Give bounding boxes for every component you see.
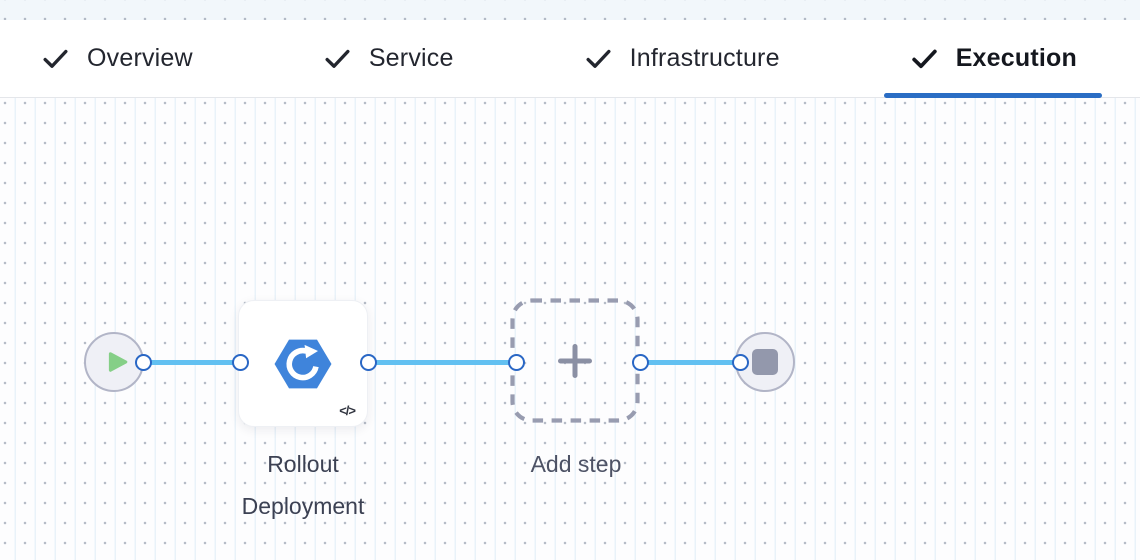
check-icon [911,49,937,69]
pipeline-canvas[interactable]: </> Rollout Deployment Add step [0,98,1140,560]
check-icon [325,49,350,68]
stop-icon [752,349,778,375]
pipeline-start-node[interactable] [84,332,144,392]
play-icon [108,352,127,372]
canvas-top-strip [0,0,1140,20]
code-badge: </> [339,403,356,418]
connector-port[interactable] [359,353,377,371]
tab-service[interactable]: Service [297,20,479,97]
tab-overview[interactable]: Overview [15,20,218,97]
rolling-deployment-hexagon-icon [274,339,332,388]
connector-port[interactable] [631,353,649,371]
add-step-node[interactable] [510,298,640,423]
connector-edge [143,359,240,365]
tab-execution[interactable]: Execution [883,20,1103,98]
tab-label: Service [368,44,454,72]
check-icon [43,49,68,68]
connector-port[interactable] [231,353,249,371]
step-label-rollout-deployment: Rollout Deployment [241,451,365,519]
tab-label: Infrastructure [629,44,780,72]
connector-port[interactable] [134,353,152,371]
check-icon [586,49,611,68]
pipeline-end-node[interactable] [735,332,795,392]
add-step-label: Add step [530,451,622,477]
pipeline-studio-tabbar: Overview Service Infrastructure Executio… [0,20,1140,98]
tab-label: Execution [955,44,1077,72]
tab-label: Overview [87,44,193,72]
connector-port[interactable] [507,353,525,371]
plus-icon [558,343,592,378]
connector-edge [640,359,740,365]
step-node-rollout-deployment[interactable]: </> [238,300,368,427]
connector-port[interactable] [731,353,749,371]
tab-infrastructure[interactable]: Infrastructure [558,20,805,97]
connector-edge [368,359,516,365]
